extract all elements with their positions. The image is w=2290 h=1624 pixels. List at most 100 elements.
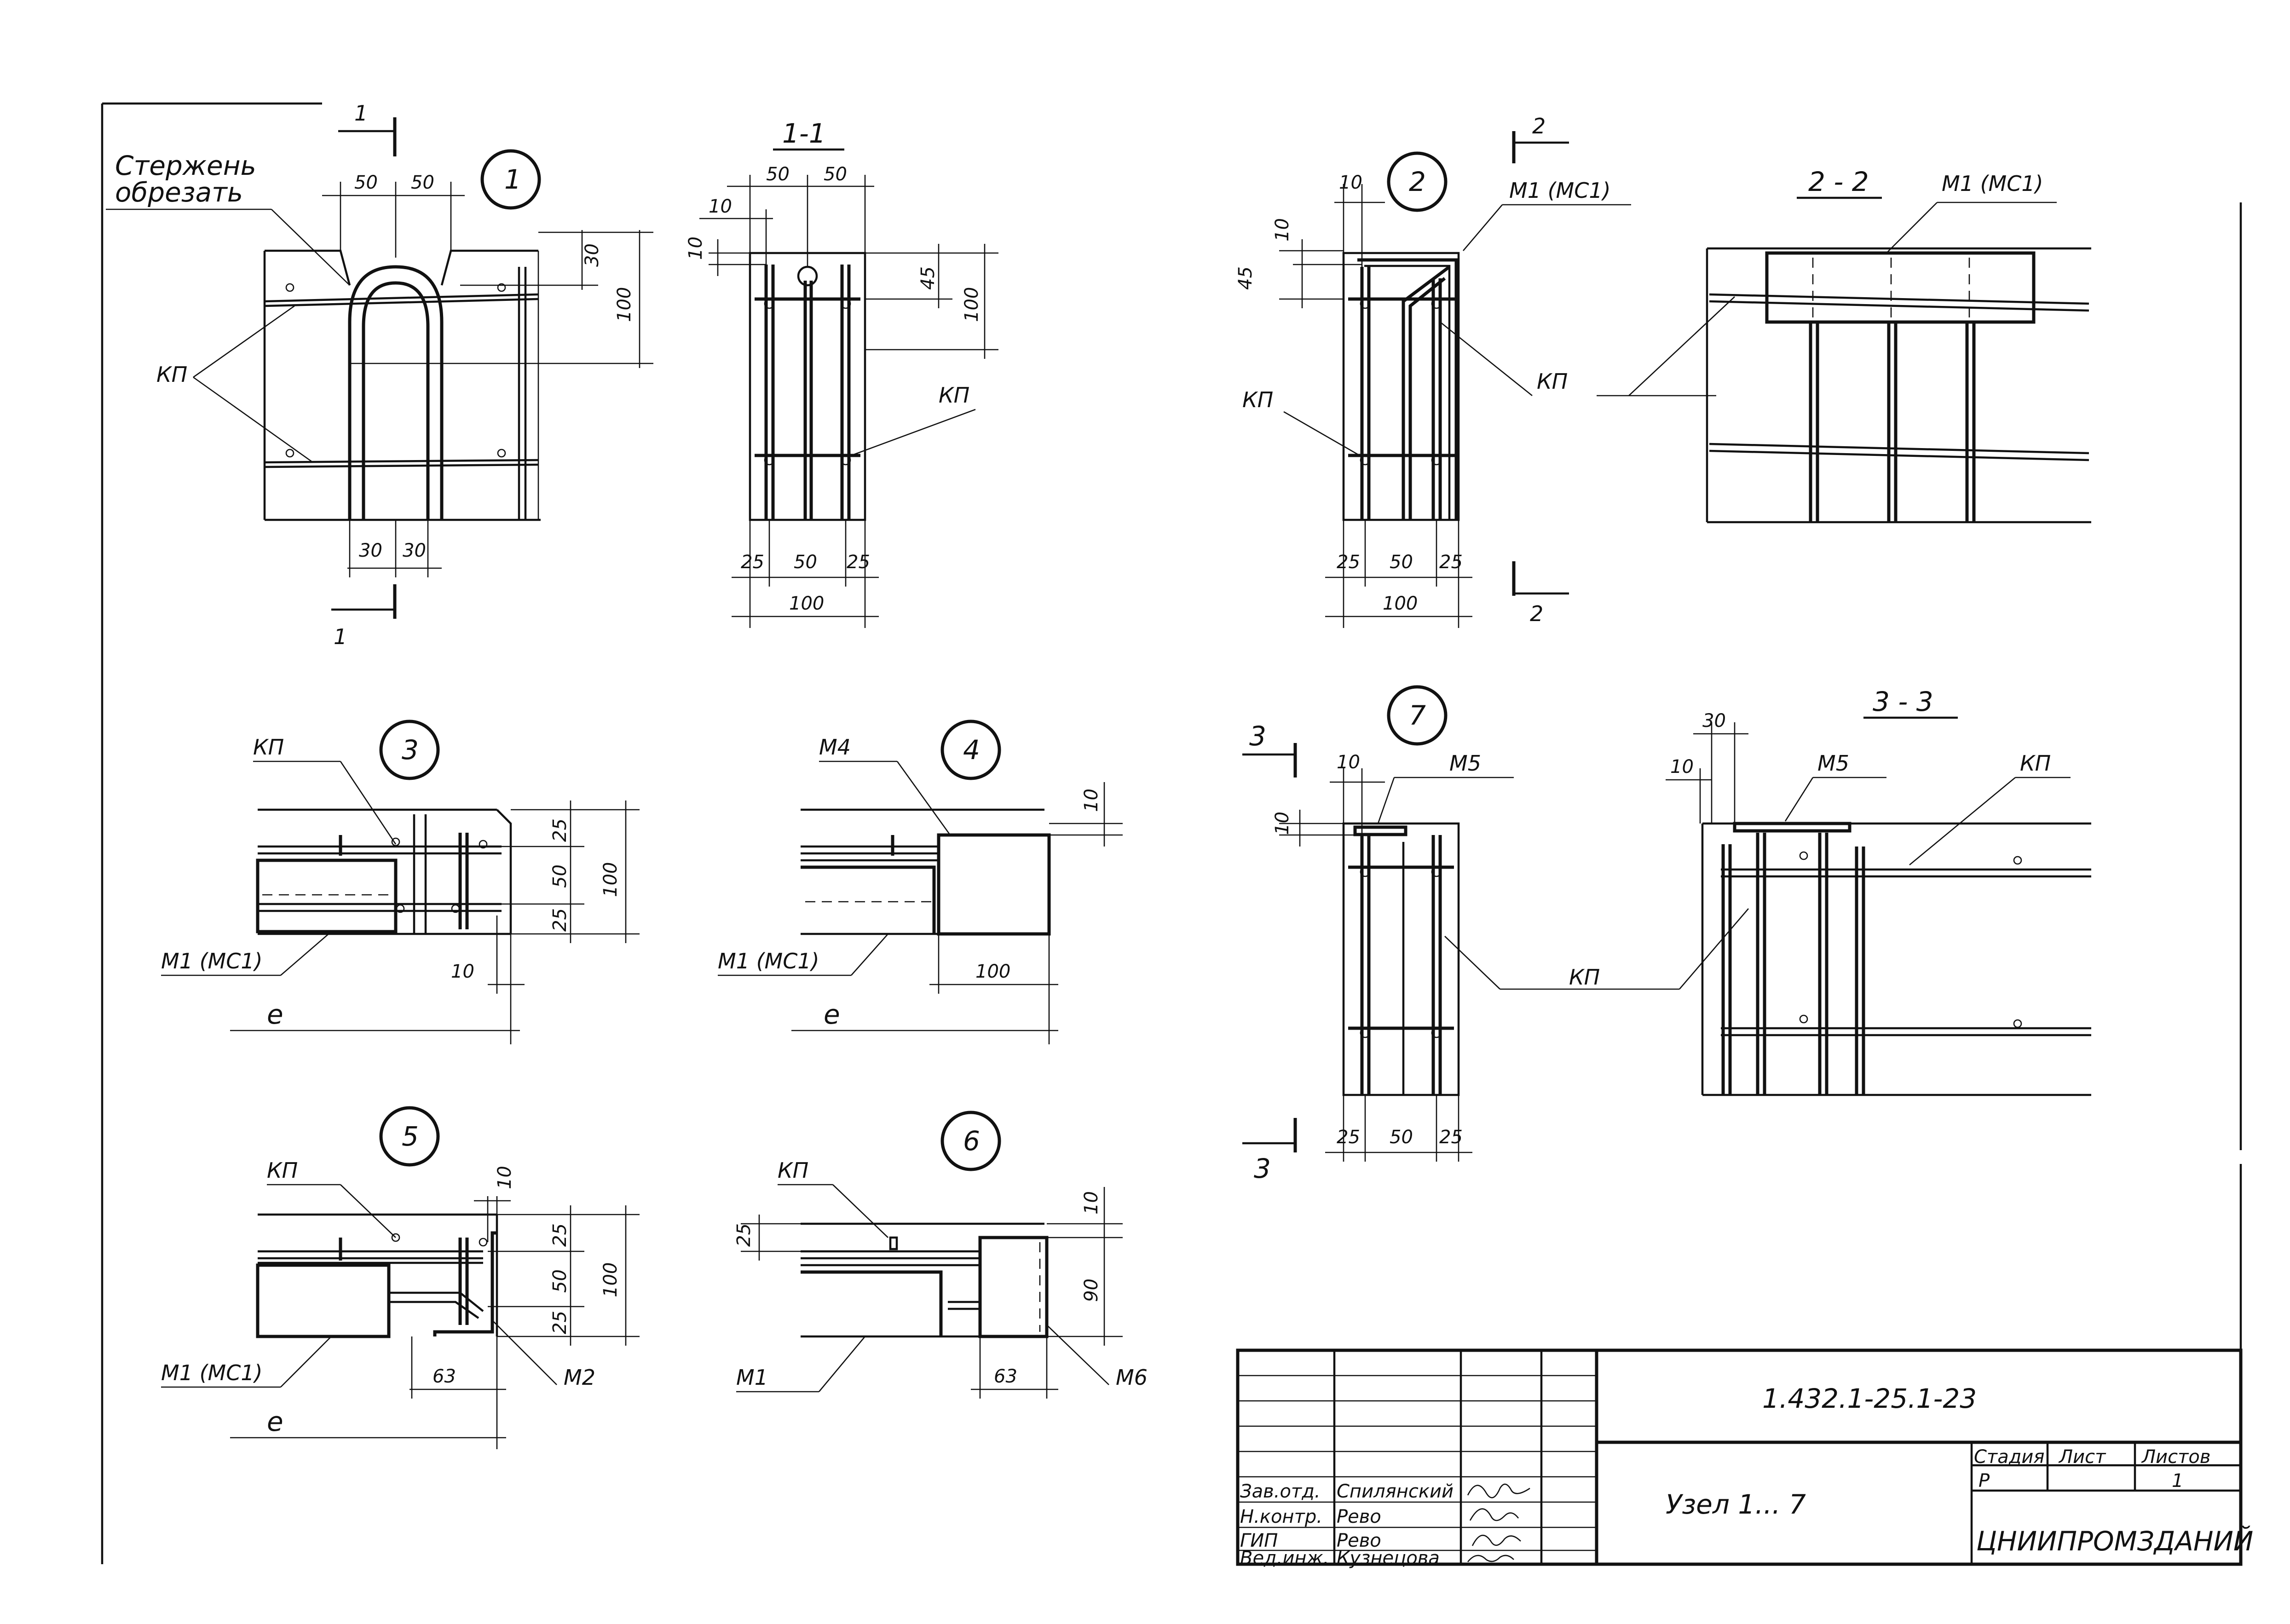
- node-2-dim-10-top: 10: [1339, 172, 1362, 193]
- cut-2-bottom-label: 2: [1530, 601, 1543, 626]
- node-4-m1mc1-label: М1 (МС1): [718, 949, 819, 973]
- node-6-detail: 6 КП М1 М6 25 10 90 63: [733, 1111, 1148, 1399]
- section-1-1-dim-10-top: 10: [709, 196, 732, 217]
- section-2-2-title: 2 - 2: [1808, 166, 1869, 197]
- node-4-dim-100: 100: [975, 961, 1010, 982]
- node-3-dim-25a: 25: [549, 818, 571, 842]
- node-1-dim-100-right: 100: [614, 287, 635, 322]
- node-3-kp-label: КП: [253, 735, 284, 760]
- sheets-header: Листов: [2141, 1446, 2210, 1468]
- node-4-detail: 4 М4 М1 (МС1) 10 100 е: [718, 720, 1123, 1044]
- node-5-detail: 5 КП М1 (МС1) М2 25 50 25 100: [161, 1106, 640, 1449]
- section-1-1-dim-50: 50: [794, 552, 817, 573]
- section-3-3-m5-label: М5: [1817, 751, 1849, 776]
- node-5-e-label: е: [267, 1406, 283, 1437]
- section-2-2-detail: 2 - 2 М1 (МС1): [1597, 166, 2091, 524]
- cut-2-top-label: 2: [1532, 114, 1546, 138]
- node-2-dim-50: 50: [1390, 552, 1413, 573]
- node-3-number: 3: [402, 734, 419, 766]
- section-1-1-dim-50b: 50: [824, 164, 847, 185]
- node-5-kp-label: КП: [267, 1158, 298, 1183]
- node-7-dim-10-left: 10: [1272, 812, 1293, 835]
- node-6-m1-label: М1: [736, 1365, 768, 1390]
- sheet-title: Узел 1... 7: [1666, 1489, 1806, 1520]
- rod-cut-label-line1: Стержень: [115, 150, 256, 181]
- section-1-1-dim-100-right: 100: [961, 287, 982, 322]
- staff-name-3: Рево: [1337, 1530, 1381, 1551]
- title-block: 1.432.1-25.1-23 Узел 1... 7 Стадия Лист …: [1236, 1348, 2253, 1569]
- node-1-dim-50b: 50: [411, 172, 434, 193]
- node-7-m5-label: М5: [1449, 751, 1481, 776]
- node-3-e-label: е: [267, 999, 283, 1030]
- node-6-kp-label: КП: [778, 1158, 808, 1183]
- node-2-kp-left-label: КП: [1242, 387, 1273, 412]
- node-2-dim-25a: 25: [1337, 552, 1360, 573]
- node-2-detail: 2 2 2 М1 (МС1) КП КП 10: [1235, 114, 1631, 628]
- node-2-dim-25b: 25: [1439, 552, 1463, 573]
- node-2-kp-right-label: КП: [1537, 369, 1568, 394]
- section-1-1-dim-25a: 25: [741, 552, 764, 573]
- sheet-value: 1: [2172, 1470, 2183, 1492]
- signature-2: [1469, 1508, 1519, 1521]
- signature-3: [1471, 1534, 1521, 1546]
- staff-name-2: Рево: [1337, 1506, 1381, 1527]
- node-4-number: 4: [963, 734, 980, 766]
- sheet-header: Лист: [2058, 1446, 2106, 1468]
- node-6-dim-63: 63: [994, 1366, 1017, 1387]
- node-7-number: 7: [1409, 700, 1426, 731]
- node-4-dim-10: 10: [1081, 789, 1102, 812]
- node-7-kp-label: КП: [1569, 965, 1600, 990]
- node-6-dim-25: 25: [733, 1223, 755, 1247]
- node-3-detail: 3 КП М1 (МС1) 25 50 25 100: [161, 720, 640, 1044]
- section-2-2-m1mc1-label: М1 (МС1): [1942, 171, 2043, 196]
- node-1-dim-50a: 50: [354, 172, 378, 193]
- section-1-1-dim-50a: 50: [766, 164, 790, 185]
- node-5-m1mc1-label: М1 (МС1): [161, 1360, 263, 1385]
- node-4-e-label: е: [824, 999, 840, 1030]
- section-1-1-detail: 1-1 КП 50 50 10 10: [685, 118, 998, 628]
- section-3-3-detail: 3 - 3 30 10 М5 КП: [1666, 686, 2091, 1096]
- node-3-dim-10: 10: [451, 961, 474, 982]
- section-1-1-dim-100: 100: [789, 593, 824, 614]
- stage-value: Р: [1979, 1470, 1990, 1492]
- node-7-dim-10-top: 10: [1337, 752, 1360, 773]
- node-5-dim-25a: 25: [549, 1223, 571, 1247]
- section-3-3-kp-label: КП: [2020, 751, 2051, 776]
- cut-3-bottom-label: 3: [1254, 1153, 1271, 1184]
- node-7-dim-50: 50: [1390, 1127, 1413, 1148]
- section-1-1-dim-25b: 25: [847, 552, 870, 573]
- node-6-number: 6: [963, 1125, 980, 1157]
- section-1-1-title: 1-1: [782, 118, 826, 149]
- node-4-m4-label: М4: [819, 735, 851, 760]
- node-7-detail: 7 3 3 М5 КП 10 10: [1242, 685, 1749, 1184]
- section-3-3-dim-30: 30: [1702, 710, 1726, 731]
- node-6-dim-90: 90: [1081, 1278, 1102, 1302]
- node-5-dim-25b: 25: [549, 1311, 571, 1334]
- staff-name-4: Кузнецова: [1337, 1548, 1440, 1569]
- cut-1-top-label: 1: [354, 101, 368, 126]
- cut-3-top-label: 3: [1249, 720, 1266, 752]
- section-1-1-kp-label: КП: [939, 383, 969, 408]
- node-1-number: 1: [504, 164, 521, 195]
- node-2-number: 2: [1409, 166, 1426, 197]
- staff-role-1: Зав.отд.: [1240, 1481, 1321, 1502]
- cut-1-bottom-label: 1: [334, 624, 347, 649]
- node-5-dim-63: 63: [433, 1366, 456, 1387]
- node-2-dim-10-left: 10: [1272, 218, 1293, 242]
- node-3-dim-50: 50: [549, 864, 571, 888]
- staff-role-4: Вед.инж.: [1240, 1548, 1329, 1569]
- staff-role-3: ГИП: [1240, 1530, 1278, 1551]
- rod-cut-label-line2: обрезать: [115, 177, 243, 208]
- document-code: 1.432.1-25.1-23: [1762, 1383, 1977, 1414]
- node-6-m6-label: М6: [1116, 1365, 1148, 1390]
- node-1-kp-label: КП: [156, 362, 187, 387]
- node-2-m1mc1-label: М1 (МС1): [1509, 178, 1611, 203]
- node-5-dim-50: 50: [549, 1269, 571, 1293]
- node-3-dim-25b: 25: [549, 908, 571, 932]
- node-5-dim-10: 10: [494, 1166, 515, 1189]
- node-7-dim-25b: 25: [1439, 1127, 1463, 1148]
- organization-name: ЦНИИПРОМЗДАНИЙ: [1976, 1525, 2253, 1557]
- node-3-m1mc1-label: М1 (МС1): [161, 949, 263, 973]
- node-3-dim-100: 100: [600, 862, 621, 897]
